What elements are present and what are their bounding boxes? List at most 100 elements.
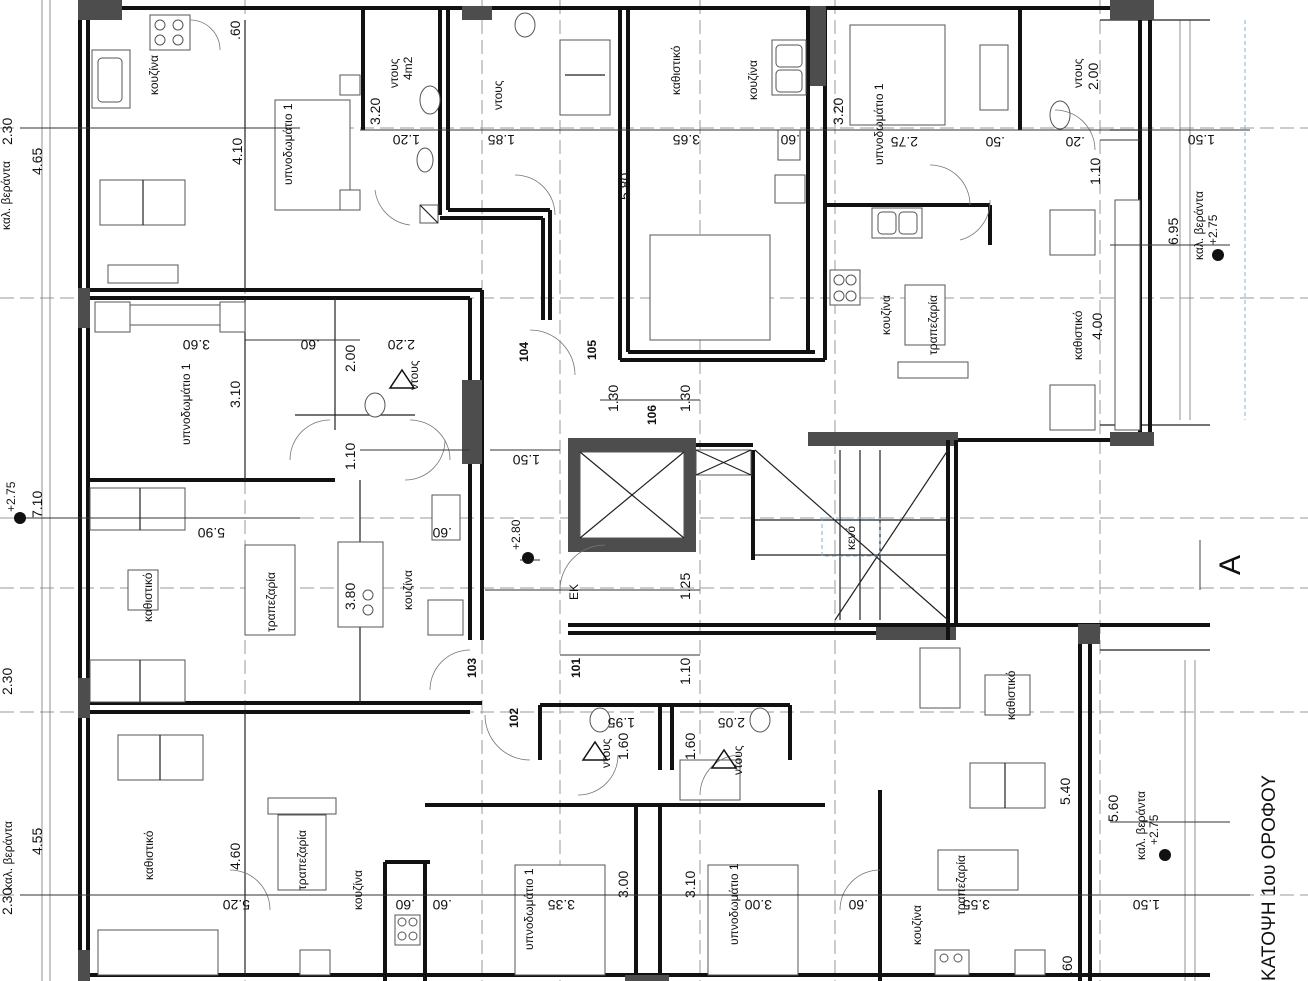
- dim-3-65: 3.65: [673, 132, 700, 148]
- dim-3-10-b: 3.10: [682, 871, 698, 898]
- label-living-2: καθιστικό: [1071, 310, 1085, 360]
- dim-60-h: .60: [1059, 955, 1075, 975]
- label-ek: ΕΚ: [567, 584, 581, 600]
- label-bedroom-1: υπνοδωμάτιο 1: [281, 103, 295, 185]
- apt-105: 105: [585, 340, 599, 360]
- apt-102: 102: [507, 708, 521, 728]
- dim-2-75: 2.75: [891, 134, 918, 150]
- dim-3-55: 3.55: [963, 897, 990, 913]
- dim-2-30-mid: 2.30: [0, 668, 15, 695]
- dim-6-95: 6.95: [1165, 218, 1181, 245]
- label-living-5: καθιστικό: [142, 830, 156, 880]
- dim-3-10-a: 3.10: [227, 381, 243, 408]
- dim-60-c: .60: [300, 337, 320, 353]
- label-dining-1: τραπεζαρία: [926, 295, 940, 355]
- label-shower-3: ντους: [1071, 58, 1085, 88]
- level-landing: +2.80: [509, 519, 523, 550]
- dim-2-20: 2.20: [388, 337, 415, 353]
- label-veranda-3: καλ. βεράντα: [1134, 791, 1148, 860]
- dim-3-00-a: 3.00: [615, 871, 631, 898]
- dim-3-20-a: 3.20: [367, 98, 383, 125]
- dim-60-g: .60: [848, 897, 868, 913]
- dim-1-60-b: 1.60: [682, 733, 698, 760]
- dim-7-10: 7.10: [29, 491, 45, 518]
- dim-1-10-b: 1.10: [677, 658, 693, 685]
- label-bedroom-2: υπνοδωμάτιο 1: [872, 83, 886, 165]
- label-living-3: καθιστικό: [141, 572, 155, 622]
- staircase: [754, 449, 949, 621]
- apt-101: 101: [569, 658, 583, 678]
- dim-5-90: 5.90: [198, 525, 225, 541]
- label-dining-4: τραπεζαρία: [954, 855, 968, 915]
- dim-1-30-b: 1.30: [677, 385, 693, 412]
- label-dining-2: τραπεζαρία: [264, 572, 278, 632]
- label-kitchen-1: κουζίνα: [147, 55, 161, 95]
- dim-1-30-a: 1.30: [605, 385, 621, 412]
- label-kitchen-6: κουζίνα: [910, 905, 924, 945]
- dim-3-35: 3.35: [548, 897, 575, 913]
- veranda-strips: [41, 0, 1246, 981]
- label-veranda-4: καλ. βεράντα: [1, 821, 15, 890]
- dim-1-10-c: 1.10: [1087, 158, 1103, 185]
- drawing-title: ΚΑΤΟΨΗ 1ου ΟΡΟΦΟΥ: [1259, 775, 1280, 981]
- level-left: +2.75: [4, 481, 18, 512]
- label-void: κενό: [844, 526, 858, 550]
- dim-5-60: 5.60: [1105, 795, 1121, 822]
- dim-1-10-a: 1.10: [342, 443, 358, 470]
- dim-1-60-a: 1.60: [615, 733, 631, 760]
- label-kitchen-5: κουζίνα: [351, 870, 365, 910]
- section-mark: A: [1214, 555, 1247, 575]
- dim-3-00-b: 3.00: [745, 897, 772, 913]
- dim-3-80: 3.80: [342, 583, 358, 610]
- dim-2-30-bot: 2.30: [0, 888, 15, 915]
- dim-1-95: 1.95: [608, 715, 635, 731]
- dim-4-65: 4.65: [29, 148, 45, 175]
- dim-3-20-b: 3.20: [830, 98, 846, 125]
- dim-1-50-b: 1.50: [1188, 132, 1215, 148]
- label-shower-6: ντους: [731, 745, 745, 775]
- label-shower-1: ντους: [387, 58, 401, 88]
- dim-2-05: 2.05: [718, 715, 745, 731]
- level-right-lower: +2.75: [1147, 814, 1161, 845]
- structural-columns: [78, 0, 1154, 981]
- dim-5-80: 5.80: [617, 173, 633, 200]
- door-swings: [189, 19, 1096, 911]
- dim-60-d: .60: [432, 525, 452, 541]
- dim-2-00-b: 2.00: [1085, 63, 1101, 90]
- dim-5-20: 5.20: [223, 897, 250, 913]
- label-shower-2: ντους: [491, 80, 505, 110]
- dim-50: .50: [985, 134, 1005, 150]
- dim-20: .20: [1065, 134, 1085, 150]
- furniture: [89, 12, 1141, 976]
- label-living-4: καθιστικό: [1004, 670, 1018, 720]
- label-shower-4m2: 4m2: [401, 56, 415, 80]
- label-shower-4: ντους: [407, 360, 421, 390]
- dim-1-50-a: 1.50: [513, 452, 540, 468]
- label-veranda-2: καλ. βεράντα: [1192, 191, 1206, 260]
- dim-1-25: 1.25: [677, 573, 693, 600]
- label-dining-3: τραπεζαρία: [295, 830, 309, 890]
- dim-4-55: 4.55: [29, 828, 45, 855]
- dim-60-e: .60: [395, 897, 415, 913]
- dim-60-a: .60: [227, 20, 243, 40]
- dim-3-60: 3.60: [183, 337, 210, 353]
- dim-1-50-c: 1.50: [1133, 897, 1160, 913]
- label-bedroom-5: υπνοδωμάτιο 1: [727, 863, 741, 945]
- apt-103: 103: [465, 658, 479, 678]
- label-kitchen-2: κουζίνα: [746, 60, 760, 100]
- apt-106: 106: [645, 405, 659, 425]
- label-veranda-1: καλ. βεράντα: [0, 161, 13, 230]
- level-markers: [14, 249, 1224, 861]
- dim-60-f: .60: [432, 897, 452, 913]
- level-right-upper: +2.75: [1206, 214, 1220, 245]
- dim-60-b: .60: [780, 132, 800, 148]
- dim-4-60: 4.60: [227, 843, 243, 870]
- apt-104: 104: [517, 342, 531, 362]
- label-shower-5: ντους: [599, 738, 613, 768]
- dim-1-20: 1.20: [393, 132, 420, 148]
- dimension-lines: [20, 127, 1250, 896]
- label-bedroom-4: υπνοδωμάτιο 1: [522, 868, 536, 950]
- label-kitchen-3: κουζίνα: [879, 295, 893, 335]
- label-bedroom-3: υπνοδωμάτιο 1: [179, 363, 193, 445]
